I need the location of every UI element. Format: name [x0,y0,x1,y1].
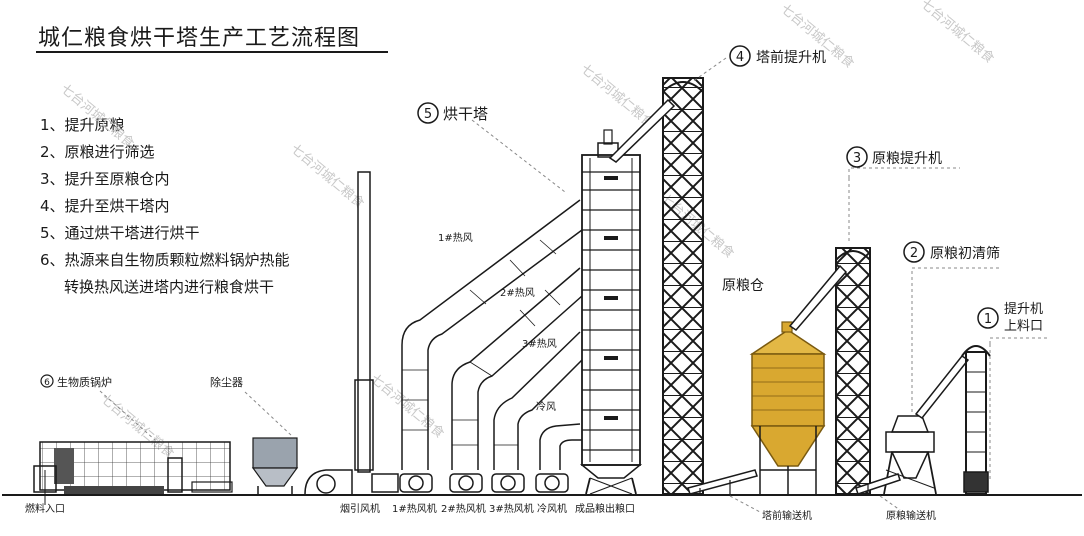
hot-fan-3-label: 3#热风机 [489,502,534,515]
dust-collector [251,437,299,494]
raw-grain-silo [749,321,827,467]
cold-fan [535,473,569,493]
pre-cleaning-screen-callout: 2 原粮初清筛 [903,241,1000,412]
watermark-text: 七台河城仁粮食 [917,0,997,67]
duct-2-outer [451,267,581,470]
elevator-loading-inlet [961,345,991,495]
tower-front-elevator-number: 4 [736,50,744,65]
tower-front-elevator-label: 塔前提升机 [756,49,826,66]
watermark-text: 七台河城仁粮食 [367,371,447,442]
dust-collector-label: 除尘器 [210,375,243,389]
drying-tower-vents [604,176,618,420]
hot-air-ducts [401,199,583,470]
boiler-callout: 6 生物质锅炉 [40,374,156,441]
duct-ribs [402,239,561,446]
silo-legs [759,426,817,494]
process-steps-list: 1、提升原粮 2、原粮进行筛选 3、提升至原粮仓内 4、提升至烘干塔内 5、通过… [40,112,370,301]
watermark-text: 七台河城仁粮食 [577,61,657,132]
fan-labels: 1#热风机 2#热风机 3#热风机 冷风机 成品粮出粮口 [392,502,635,515]
tower-front-elevator [608,77,704,495]
drying-tower-bands [582,171,640,451]
raw-grain-elevator [788,247,871,495]
step-6: 6、热源来自生物质颗粒燃料锅炉热能 [40,251,290,269]
duct-cold-inner [559,439,582,470]
cold-fan-label: 冷风机 [537,502,567,515]
draft-fan [304,469,399,495]
hot-fan-3 [491,473,525,493]
silo-label: 原粮仓 [722,278,764,294]
drying-tower-label: 烘干塔 [443,105,488,123]
hot-fan-1 [399,473,433,493]
boiler-label: 生物质锅炉 [57,375,112,389]
watermark-text: 七台河城仁粮食 [287,141,367,212]
fans [399,473,569,493]
duct-1-inner [427,229,583,470]
step-2: 2、原粮进行筛选 [40,143,155,161]
fuel-inlet-label: 燃料入口 [25,502,65,515]
hot-air-2-label: 2#热风 [500,286,535,299]
hot-fan-2 [449,473,483,493]
hot-fan-1-label: 1#热风机 [392,502,437,515]
raw-grain-elevator-callout: 3 原粮提升机 [846,146,960,244]
front-tower-conveyor-label: 塔前输送机 [762,509,812,522]
watermark-text: 七台河城仁粮食 [57,81,137,152]
raw-grain-conveyor-label: 原粮输送机 [886,509,936,522]
elevator-loading-inlet-label-1: 提升机 [1004,301,1043,317]
pre-cleaning-screen [883,354,970,495]
cold-air-label: 冷风 [536,400,556,413]
raw-grain-conveyor-leader [879,495,901,511]
chimney [354,171,374,473]
pre-cleaning-screen-number: 2 [910,246,918,261]
dust-collector-leader [244,391,293,437]
draft-fan-label: 烟引风机 [340,502,380,515]
biomass-boiler [33,441,233,494]
step-6-continued: 转换热风送进塔内进行粮食烘干 [64,278,275,296]
duct-labels: 1#热风 2#热风 3#热风 冷风 [438,231,557,413]
step-3: 3、提升至原粮仓内 [40,170,170,188]
hot-air-3-label: 3#热风 [522,337,557,350]
raw-grain-conveyor [855,473,901,495]
outlet-label: 成品粮出粮口 [575,502,635,515]
step-1: 1、提升原粮 [40,116,125,134]
duct-3-inner [517,359,583,470]
raw-grain-elevator-number: 3 [853,151,861,166]
drying-tower-callout: 5 烘干塔 [417,102,566,193]
elevator-loading-inlet-number: 1 [984,312,992,327]
hot-air-1-label: 1#热风 [438,231,473,244]
boiler-number: 6 [44,378,50,388]
tower-front-elevator-callout: 4 塔前提升机 [691,45,826,83]
step-4: 4、提升至烘干塔内 [40,197,170,215]
drying-tower-number: 5 [424,107,432,122]
duct-1-outer [401,199,581,470]
diagram-title: 城仁粮食烘干塔生产工艺流程图 [38,26,361,51]
raw-grain-elevator-label: 原粮提升机 [872,151,942,167]
elevator-loading-inlet-callout: 1 提升机 上料口 [977,301,1048,480]
elevator-loading-inlet-label-2: 上料口 [1004,319,1043,334]
duct-cold-outer [539,423,581,470]
hot-fan-2-label: 2#热风机 [441,502,486,515]
silo-bands [752,367,824,411]
drying-tower [579,129,643,495]
duct-3-outer [493,331,581,470]
front-tower-conveyor [687,469,758,495]
pre-cleaning-screen-label: 原粮初清筛 [930,245,1000,262]
front-tower-conveyor-leader [729,495,761,513]
step-5: 5、通过烘干塔进行烘干 [40,224,200,242]
